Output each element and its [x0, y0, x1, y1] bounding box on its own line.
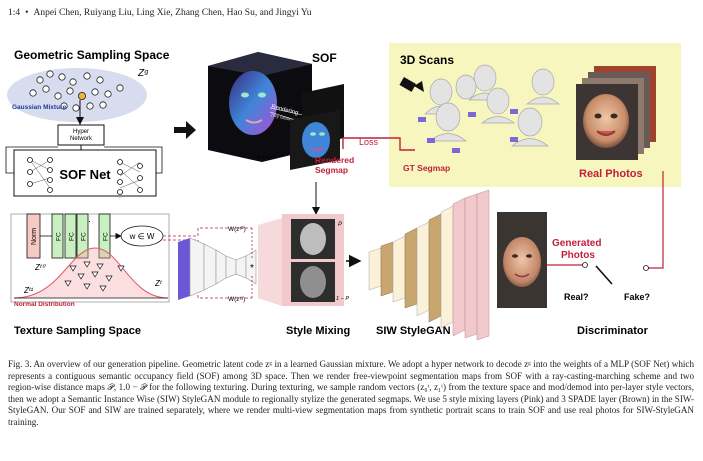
to-sof-arrow: [174, 121, 196, 139]
real-switch-node: [643, 265, 649, 271]
fc-label-4: FC: [103, 232, 110, 241]
zg-label: Zᵍ: [137, 68, 149, 79]
fc-blocks: [51, 213, 111, 259]
fc-labels: FC FC FC FC: [56, 232, 110, 241]
mixing-funnel: [258, 218, 282, 306]
more-views-ellipsis: ···: [257, 150, 270, 165]
style-mixing-generator: [178, 237, 257, 300]
sof-face-render: [229, 71, 277, 135]
normal-distribution-curve: [13, 247, 169, 299]
mix-operator: *: [250, 263, 254, 274]
discriminator-title: Discriminator: [577, 325, 649, 337]
gaussian-mixture-ellipse: [7, 68, 147, 122]
gen-switch-node: [582, 262, 588, 268]
generated-face: [503, 237, 541, 287]
texture-space-title: Texture Sampling Space: [14, 325, 141, 337]
siw-stylegan-title: SIW StyleGAN: [376, 325, 451, 337]
style-mixing-title: Style Mixing: [286, 325, 350, 337]
real-photos-label: Real Photos: [579, 168, 643, 180]
latent-samples: [29, 70, 124, 112]
rendered-segmap-thumbs: [290, 84, 344, 170]
gaussian-mixture-label: Gaussian Mixture: [12, 104, 67, 111]
fc-ellipsis: ·: [88, 216, 91, 226]
real-to-disc-link: [646, 171, 664, 269]
hyper-network-box: [57, 124, 105, 146]
geometric-space-title: Geometric Sampling Space: [14, 48, 170, 62]
scan-busts: [424, 64, 560, 147]
normal-distribution-label: Normal Distribution: [14, 301, 75, 308]
real-question: Real?: [564, 292, 589, 302]
sof-volume: [208, 52, 312, 162]
real-photo-stack: [576, 66, 656, 160]
fc-label-1: FC: [56, 232, 63, 241]
norm-label: Norm: [31, 228, 38, 245]
fc-label-2: FC: [69, 232, 76, 241]
sof-net-graph: [29, 159, 141, 189]
running-header: 1:4•Anpei Chen, Ruiyang Liu, Ling Xie, Z…: [8, 8, 312, 18]
gt-segmap-markers: [418, 109, 518, 153]
real-face-photo: [583, 94, 629, 148]
mask-p-face: [300, 223, 326, 255]
siw-stylegan-network: [368, 189, 490, 341]
loss-link: [342, 137, 415, 151]
p-label: P: [338, 222, 342, 228]
w-in-w-label: w ∈ W: [129, 232, 155, 241]
camera-icon: [399, 77, 424, 92]
sofnet-feedback-left: [5, 146, 58, 174]
fake-question: Fake?: [624, 292, 650, 302]
rendering-sub-label: (ray casting): [271, 112, 297, 123]
figure-caption: Fig. 3. An overview of our generation pi…: [8, 359, 694, 427]
sof-title: SOF: [312, 51, 337, 65]
w-zt1-label: W(zᵗ¹): [228, 296, 245, 303]
zt0-label: Zᵗ⁰: [34, 263, 46, 272]
texture-mlp-frame: [10, 213, 170, 303]
discriminator-switch: [595, 265, 613, 285]
gt-segmap-label: GT Segmap: [403, 163, 450, 173]
sof-net-nodes: [27, 157, 143, 195]
texture-samples: [64, 261, 125, 292]
pipeline-figure: Geometric Sampling Space Zᵍ Gaussian Mix…: [5, 43, 681, 341]
zt1-label: Zᵗ¹: [23, 286, 33, 295]
page-number: 1:4: [8, 8, 21, 18]
sofnet-feedback-right: [104, 146, 163, 174]
w-zt0-path: [163, 227, 252, 237]
scans-title: 3D Scans: [400, 53, 454, 67]
mask-1-minus-p-face: [300, 266, 326, 298]
sof-net-label: SOF Net: [59, 167, 111, 182]
w-zt0-label: W(zᵗ⁰): [228, 225, 246, 233]
loss-label: Loss: [359, 137, 379, 147]
fc-label-3: FC: [81, 232, 88, 241]
w-zt1-path: [163, 239, 252, 299]
zt-label: Zᵗ: [154, 279, 162, 288]
one-minus-p-label: 1 − P: [336, 296, 349, 302]
author-list: Anpei Chen, Ruiyang Liu, Ling Xie, Zhang…: [33, 8, 312, 18]
